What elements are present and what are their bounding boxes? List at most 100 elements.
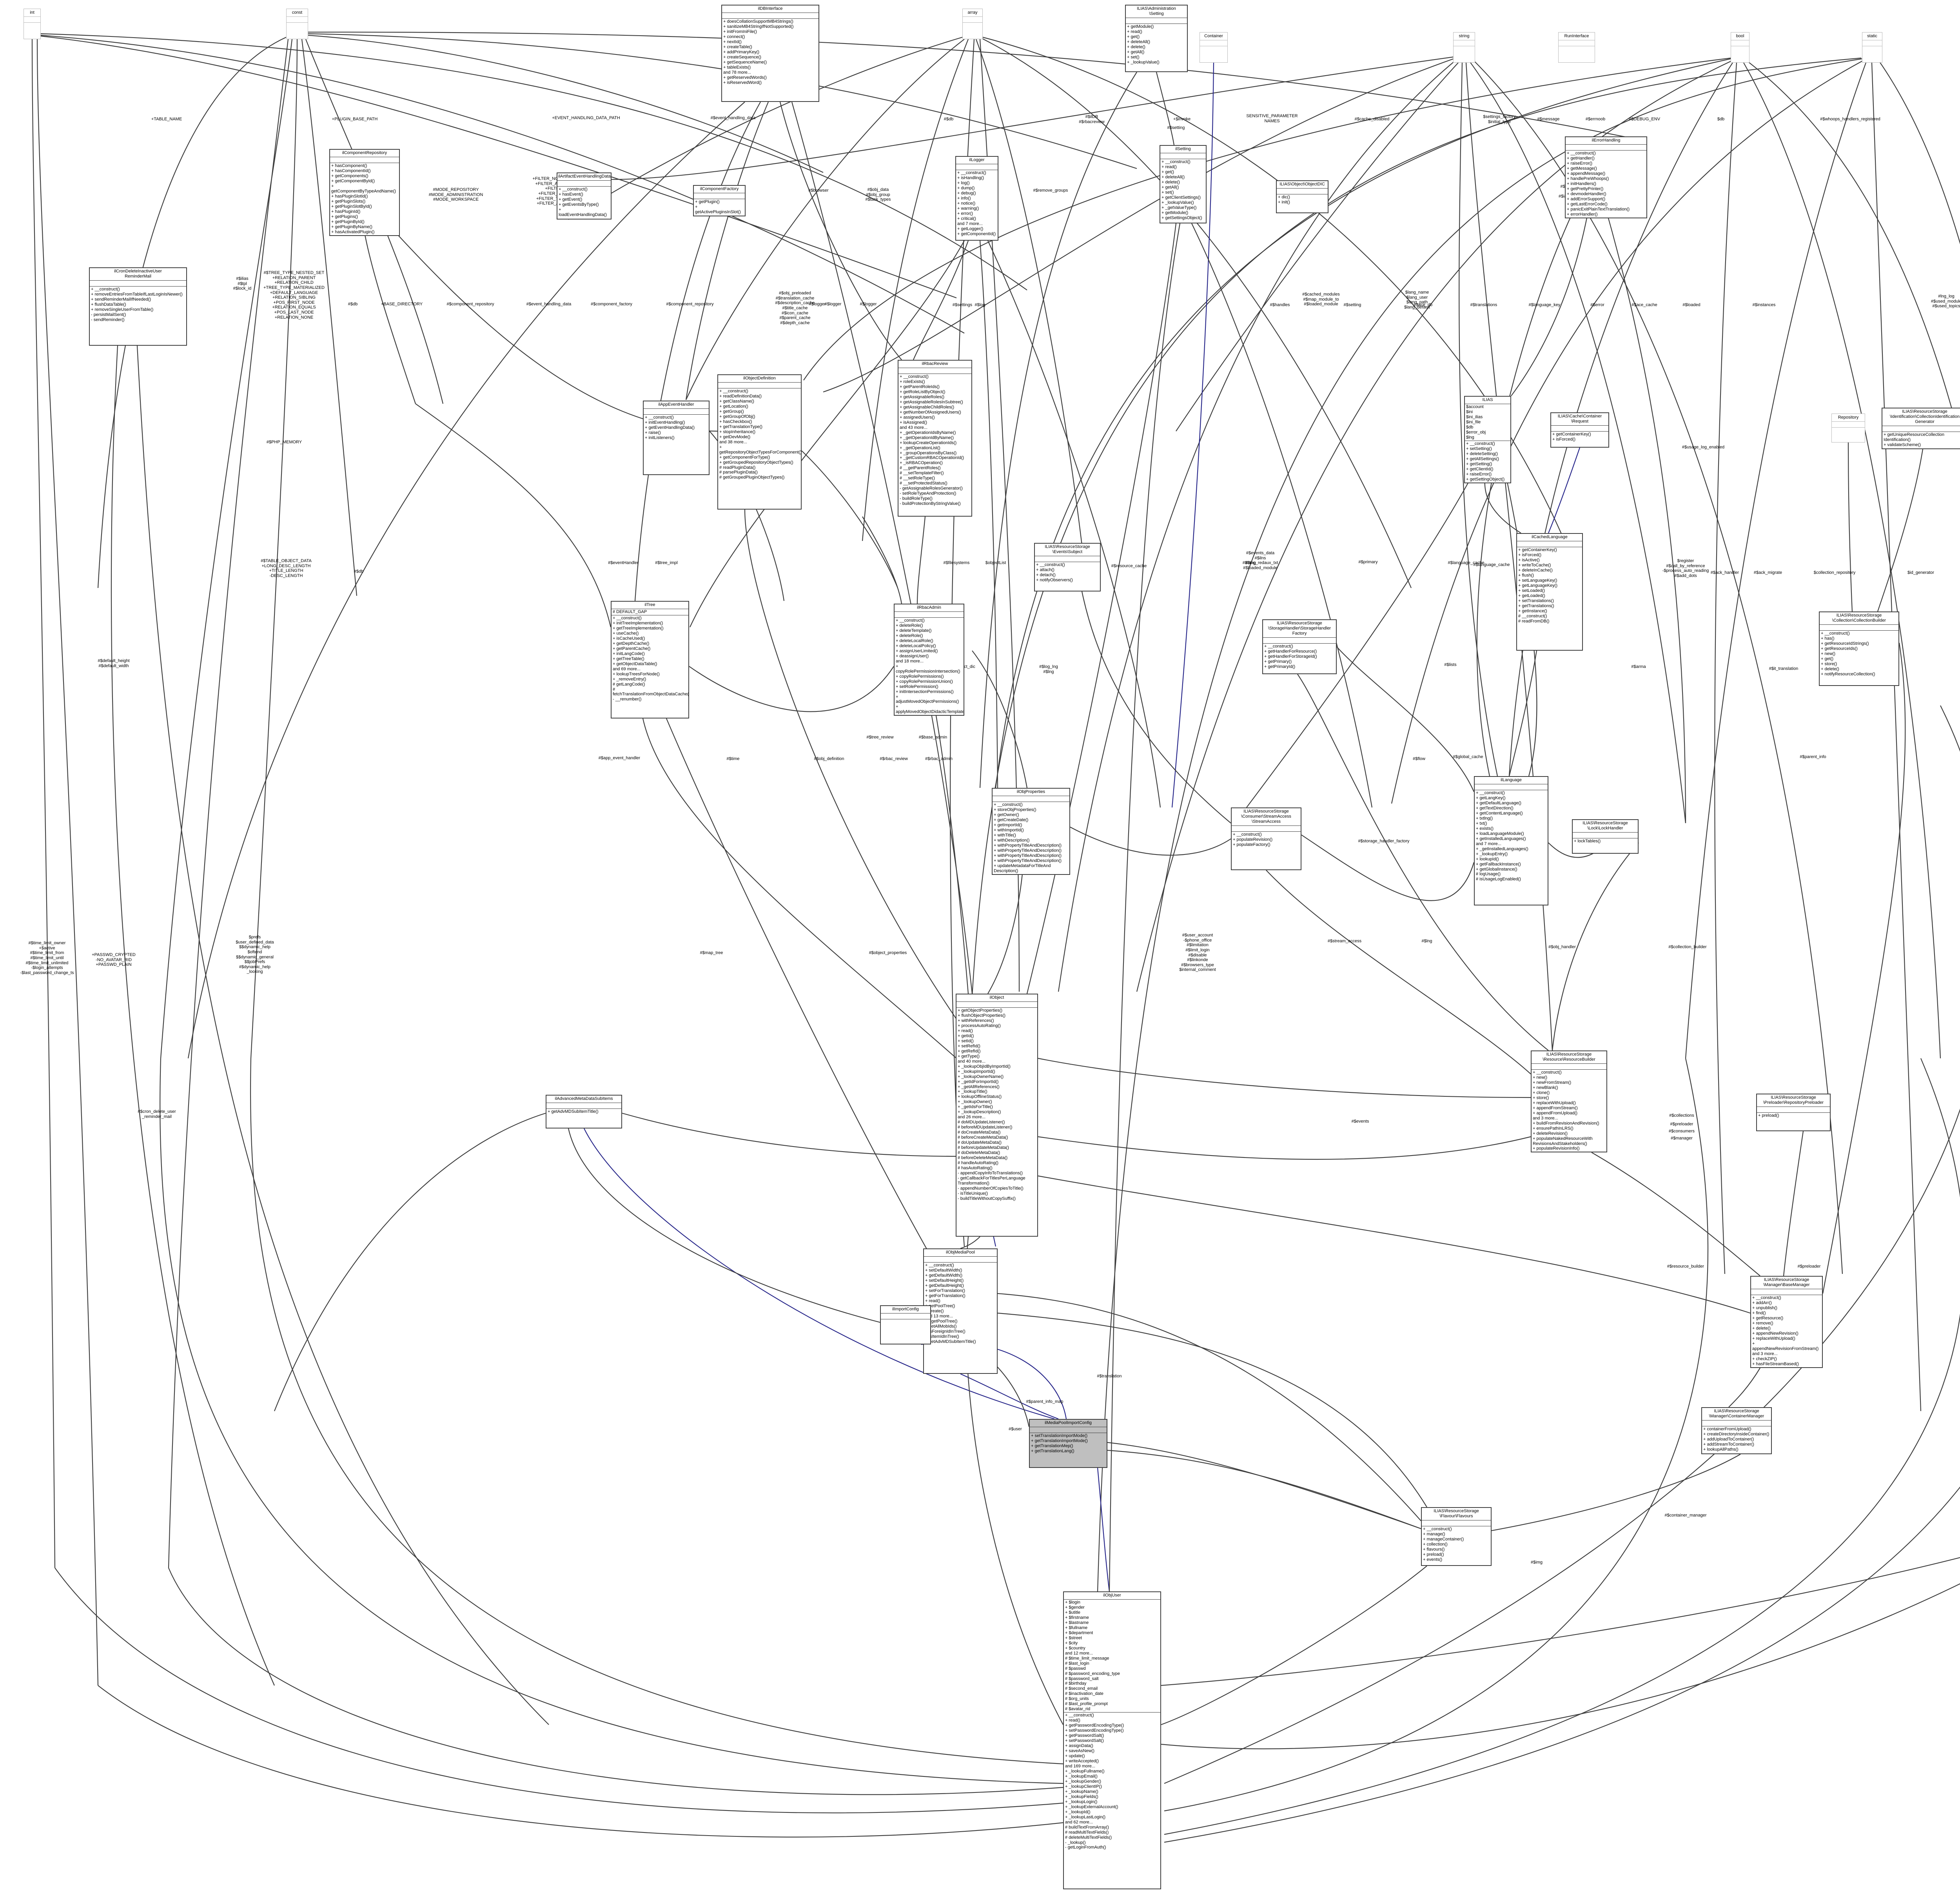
class-node-ILIASCacheContainerRequest[interactable]: ILIAS\Cache\Container \Request+ getConta…: [1550, 412, 1609, 448]
class-title: ilComponentFactory: [694, 186, 745, 193]
class-node-ilMediaPoolImportConfig[interactable]: ilMediaPoolImportConfig+ setTranslationI…: [1029, 1419, 1107, 1468]
type-node-attrs: [1559, 40, 1595, 46]
class-attributes: [1517, 541, 1582, 547]
class-node-ilSetting[interactable]: ilSetting+ __construct() + read() + get(…: [1160, 145, 1207, 223]
class-node-ILIASResourceStorageIdentification[interactable]: ILIAS\ResourceStorage \Identification\Co…: [1882, 408, 1960, 449]
edge-label: #$cached_modules #$map_module_to #$loade…: [1302, 292, 1340, 307]
edge-label: #$time_limit_owner +$active #$time_limit…: [20, 941, 74, 975]
edge-label: #$storage_handler_factory: [1358, 839, 1410, 844]
class-title: ILIAS\Object\ObjectDIC: [1277, 181, 1328, 189]
class-node-ilObjectDefinition[interactable]: ilObjectDefinition+ __construct() + read…: [717, 374, 802, 510]
class-title: ILIAS\ResourceStorage \Identification\Co…: [1882, 408, 1960, 426]
class-node-ILIASResourceStorageManagerBaseManager[interactable]: ILIAS\ResourceStorage \Manager\BaseManag…: [1750, 1276, 1823, 1368]
class-node-ilAppEventHandler[interactable]: ilAppEventHandler+ __construct() + initE…: [643, 401, 710, 475]
edge-label: #$default_height #$default_width: [98, 659, 130, 668]
class-node-ILIASResourceStorageManagerContainerManager[interactable]: ILIAS\ResourceStorage \Manager\Container…: [1701, 1407, 1772, 1454]
class-node-ILIASObjectObjectDIC[interactable]: ILIAS\Object\ObjectDIC+ dic() + init(): [1276, 180, 1328, 213]
class-node-ilObjPropertiesStorageHandlerFactory[interactable]: ILIAS\ResourceStorage \StorageHandler\St…: [1262, 619, 1337, 674]
type-node-const[interactable]: const: [286, 9, 308, 39]
class-node-ilArtifactEventHandlingData[interactable]: ilArtifactEventHandlingData+ __construct…: [557, 172, 612, 220]
class-node-ilRbacAdmin[interactable]: ilRbacAdmin+ __construct() + deleteRole(…: [894, 604, 964, 716]
class-node-ilRbacReview[interactable]: ilRbacReview+ __construct() + roleExists…: [898, 360, 972, 517]
class-operations: + __construct() + has() + getResourceIdS…: [1821, 631, 1875, 677]
class-node-ilErrorHandling[interactable]: ilErrorHandling+ __construct() + getHand…: [1565, 136, 1647, 218]
edge-label: #lng_log #$used_module #$used_topics: [1931, 294, 1960, 309]
type-node-RunInterface[interactable]: RunInterface: [1558, 32, 1595, 63]
type-node-attrs: [1731, 40, 1749, 46]
class-node-ilComponentFactory[interactable]: ilComponentFactory+ getPlugin() + getAct…: [693, 185, 746, 216]
edge-label: #$parent_info: [1800, 755, 1826, 759]
type-node-title: bool: [1731, 33, 1749, 40]
type-node-Repository[interactable]: Repository: [1831, 414, 1865, 443]
class-node-ilAdvancedMetaDataSubItems[interactable]: ilAdvancedMetaDataSubItems+ getAdvMDSubI…: [546, 1095, 622, 1128]
class-node-ILIASResourceStorageConsumerStreamAccess[interactable]: ILIAS\ResourceStorage \Consumer\StreamAc…: [1231, 807, 1301, 870]
edge-label: #$obj_data #$obj_group #$task_types: [865, 187, 891, 202]
class-operations: + __construct() + storeObjProperties() +…: [994, 802, 1062, 873]
edge-label: #$browser: [808, 188, 829, 193]
class-node-ilLogger[interactable]: ilLogger+ __construct() + isHandling() +…: [955, 156, 998, 241]
type-node-int[interactable]: int: [24, 9, 41, 39]
type-node-bool[interactable]: bool: [1731, 32, 1749, 63]
type-node-ops: [1731, 46, 1749, 53]
type-node-title: Repository: [1832, 414, 1865, 422]
class-node-ILIASResourceStorageLockLockHandler[interactable]: ILIAS\ResourceStorage \Lock\LockHandler+…: [1572, 819, 1639, 854]
class-node-ilTree[interactable]: ilTree# DEFAULT_GAP+ __construct() + ini…: [611, 601, 689, 718]
class-title: ILIAS\ResourceStorage \Resource\Resource…: [1532, 1051, 1606, 1064]
class-node-ILIASResourceStorageCollectionCollectionBuilder[interactable]: ILIAS\ResourceStorage \Collection\Collec…: [1819, 611, 1899, 686]
edge-label: #$component_repository: [446, 302, 494, 307]
edge-label: #$preloader: [1670, 1122, 1693, 1127]
edge-label: SENSITIVE_PARAMETER NAMES: [1246, 114, 1298, 123]
class-node-ilCronDeleteInactiveUserReminderMail[interactable]: ilCronDeleteInactiveUser ReminderMail+ _…: [89, 267, 187, 346]
class-node-ilObject[interactable]: ilObject+ getObjectProperties() + flushO…: [956, 994, 1038, 1237]
class-attributes: [1277, 189, 1328, 194]
type-node-static[interactable]: static: [1862, 32, 1882, 63]
class-title: ILIAS\ResourceStorage \Lock\LockHandler: [1573, 820, 1638, 833]
edge-label: #MODE_REPOSITORY #MODE_ADMINISTRATION #M…: [428, 187, 483, 202]
class-node-ilCachedLanguage[interactable]: ilCachedLanguage+ getContainerKey() + is…: [1516, 533, 1583, 651]
class-node-ILIAS[interactable]: ILIAS$account $ini $ini_ilias $ini_file …: [1464, 396, 1511, 483]
class-title: ILIAS\ResourceStorage \StorageHandler\St…: [1263, 620, 1336, 638]
type-node-string[interactable]: string: [1453, 32, 1475, 63]
edge-label: #$global_cache: [1453, 755, 1483, 759]
edge-label: $id_generator: [1907, 570, 1934, 575]
class-node-ilLanguage[interactable]: ilLanguage+ __construct() + getLangKey()…: [1474, 776, 1548, 905]
class-node-ilObjPropertiesRS[interactable]: ILIAS\ResourceStorage \Events\Subject+ _…: [1034, 543, 1101, 591]
class-operations: + __construct() + roleExists() + getPare…: [900, 374, 964, 506]
class-operations: + getContainerKey() + isForced(): [1552, 432, 1591, 442]
edge-label: #$db: [354, 569, 364, 574]
type-node-ops: [287, 23, 308, 30]
class-node-ilObjMediaPool[interactable]: ilObjMediaPool+ __construct() + setDefau…: [923, 1248, 998, 1374]
class-node-ILIASAdministrationSetting[interactable]: ILIAS\Administration \Setting+ getModule…: [1125, 5, 1188, 72]
edge-label: #$eventHandler: [608, 561, 639, 565]
type-node-title: int: [24, 9, 40, 17]
type-node-array[interactable]: array: [962, 9, 983, 39]
class-node-ILIASResourceStorageResourceResourceBuilder[interactable]: ILIAS\ResourceStorage \Resource\Resource…: [1531, 1050, 1607, 1153]
class-attributes: [1126, 18, 1187, 24]
class-node-ILIASResourceStorageFlavourFlavours[interactable]: ILIAS\ResourceStorage \Flavour\Flavours+…: [1421, 1507, 1492, 1566]
class-attributes: [993, 796, 1069, 802]
edge-label: #$translations: [1470, 303, 1497, 307]
class-title: ilComponentRepository: [330, 150, 399, 157]
class-title: ilImportConfig: [881, 1306, 930, 1313]
class-node-ilImportConfig[interactable]: ilImportConfig: [880, 1305, 931, 1344]
class-operations: + hasComponent() + hasComponentId() + ge…: [331, 163, 396, 234]
class-title: ilObjProperties: [993, 789, 1069, 796]
class-node-ilComponentRepository[interactable]: ilComponentRepository + hasComponent() + …: [329, 149, 400, 236]
edge-label: #$resource_builder: [1667, 1264, 1704, 1269]
edge-label: #$obj_preloaded #$translation_cache #$de…: [775, 291, 815, 325]
class-attributes: [330, 157, 399, 163]
class-attributes: [644, 409, 709, 415]
class-attributes: [546, 1103, 621, 1109]
class-node-ilDBInterface[interactable]: ilDBInterface+ doesCollationSupportMB4St…: [721, 5, 819, 102]
class-title: ilErrorHandling: [1566, 137, 1646, 145]
class-node-ilObjProperties[interactable]: ilObjProperties + __construct() + storeOb…: [992, 788, 1070, 875]
class-title: ILIAS\ResourceStorage \Collection\Collec…: [1820, 612, 1898, 625]
class-node-ilObjUser[interactable]: ilObjUser+ $login + $gender + $utitle + …: [1063, 1591, 1161, 1889]
class-attributes: # DEFAULT_GAP: [612, 609, 688, 615]
class-operations: + __construct() + read() + get() + delet…: [1161, 159, 1202, 220]
type-node-title: static: [1862, 33, 1882, 40]
type-node-ops: [1832, 428, 1865, 435]
class-node-ILIASResourceStoragePreloaderRepositoryPreloader[interactable]: ILIAS\ResourceStorage \Preloader\Reposit…: [1756, 1094, 1831, 1131]
type-node-Container[interactable]: Container: [1200, 32, 1228, 63]
